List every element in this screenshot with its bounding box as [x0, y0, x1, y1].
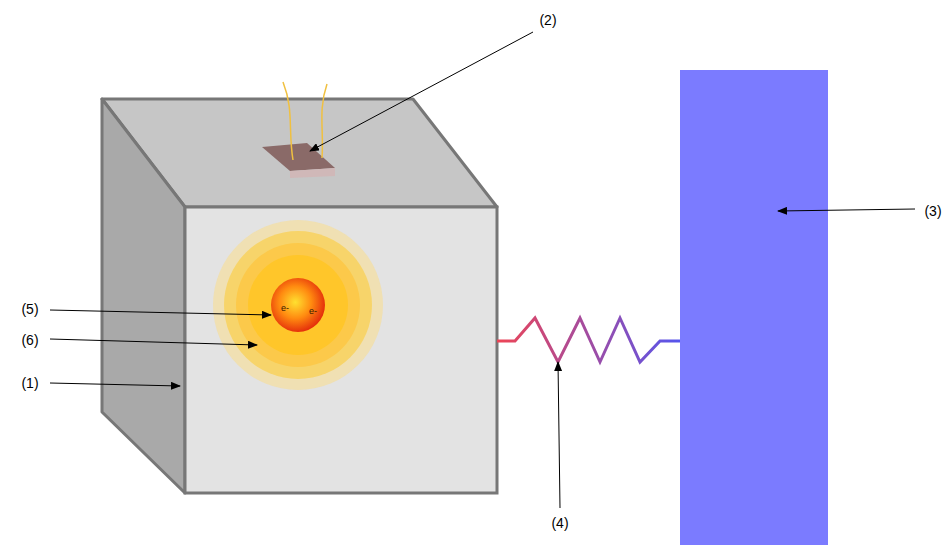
callout-number: (5): [21, 302, 38, 316]
hot-sphere: [271, 278, 325, 332]
leader-line: [778, 209, 915, 211]
leader-line: [558, 362, 560, 508]
glow: [213, 220, 383, 390]
charge-symbol: e-: [309, 307, 317, 316]
cube-side: [102, 99, 185, 493]
wire: [283, 82, 293, 160]
charge-symbol: e-: [281, 304, 289, 313]
leader-line: [50, 383, 180, 386]
cube-front: [185, 207, 497, 493]
spring: [497, 318, 680, 362]
callout-number: (6): [21, 333, 38, 347]
sensor-chip: [262, 143, 335, 171]
wire: [322, 84, 327, 158]
leader-line: [310, 32, 533, 151]
callout-number: (4): [551, 516, 568, 530]
callout-number: (2): [539, 13, 556, 27]
glow: [224, 231, 372, 379]
callout-number: (3): [924, 204, 941, 218]
glow: [236, 243, 360, 367]
leader-line: [50, 310, 271, 315]
leader-line: [50, 339, 257, 345]
callout-number: (1): [21, 376, 38, 390]
wall: [680, 70, 828, 545]
sensor-chip-edge: [290, 168, 335, 178]
glow: [248, 255, 348, 355]
